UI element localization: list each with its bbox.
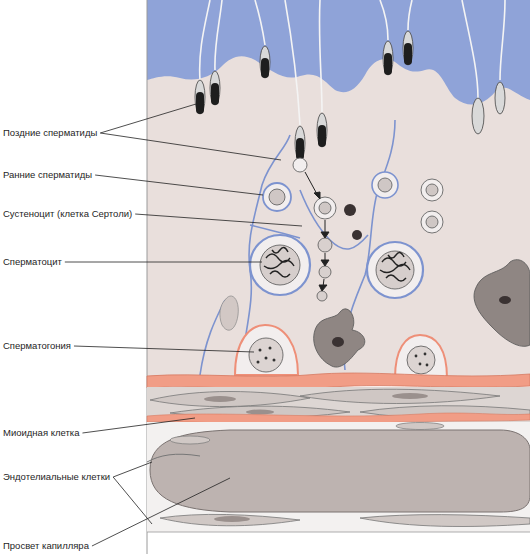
part-label: Просвет капилляра (3, 540, 89, 552)
leader-line (100, 133, 281, 160)
part-label: Миоидная клетка (3, 427, 79, 439)
part-label: Ранние сперматиды (3, 169, 92, 181)
part-label: Сперматогония (3, 340, 71, 352)
part-label: Эндотелиальные клетки (3, 471, 110, 483)
leader-line (82, 418, 195, 433)
part-label: Сперматоцит (3, 256, 62, 268)
leader-line (113, 477, 152, 524)
part-label: Сустеноцит (клетка Сертоли) (3, 208, 132, 220)
leader-line (74, 346, 254, 352)
leader-line (135, 214, 302, 226)
leader-line (65, 262, 262, 263)
leader-line (113, 462, 152, 477)
part-label: Поздние сперматиды (3, 127, 97, 139)
leader-line (92, 478, 230, 546)
leader-line (95, 175, 263, 195)
leader-line (100, 104, 196, 133)
